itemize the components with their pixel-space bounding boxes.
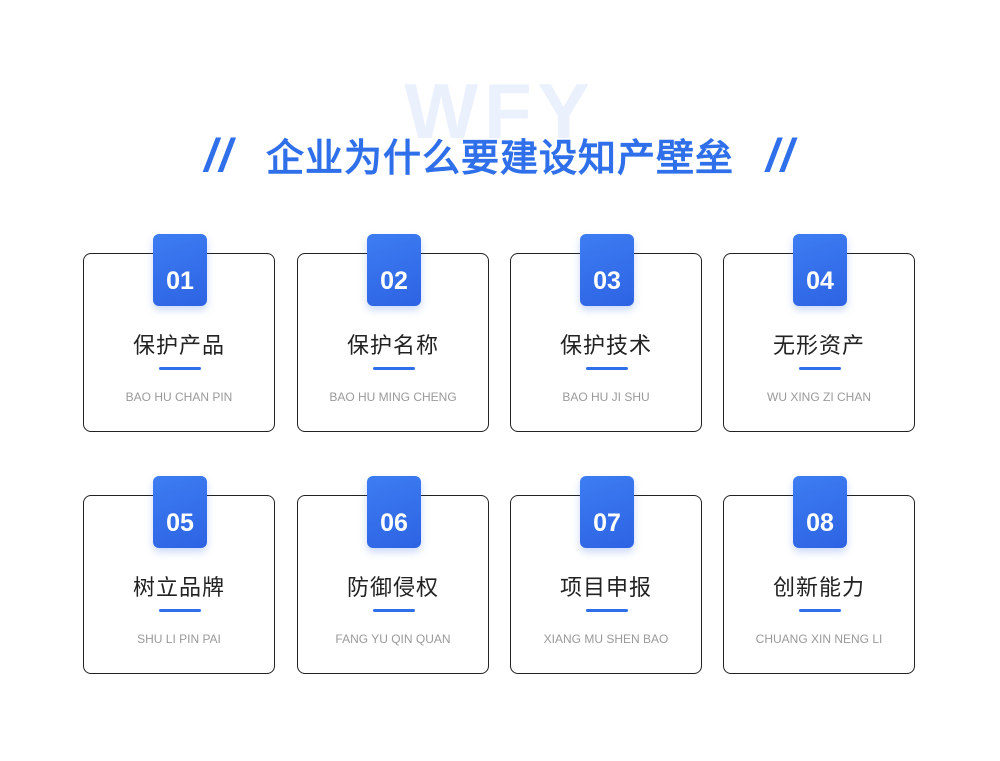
card-number-badge: 03 [580,234,634,306]
card-pinyin: WU XING ZI CHAN [767,390,871,404]
card-title: 保护名称 [346,334,439,359]
card-underline [799,609,841,612]
card-underline [373,609,415,612]
watermark-text: WFY [404,67,596,155]
left-slash-decoration: // [204,128,234,181]
card-pinyin: BAO HU CHAN PIN [125,390,233,404]
card-underline [159,367,201,370]
card-title: 防御侵权 [346,576,439,601]
card-title: 项目申报 [559,576,652,601]
card-number-badge: 01 [153,234,207,306]
card-underline [586,609,628,612]
card-pinyin: BAO HU JI SHU [562,390,650,404]
card-pinyin: SHU LI PIN PAI [137,632,221,646]
feature-card-5: 05 树立品牌 SHU LI PIN PAI [83,476,275,674]
card-pinyin: XIANG MU SHEN BAO [543,632,669,646]
page-heading: // 企业为什么要建设知产壁垒 // [0,127,1000,182]
feature-card-3: 03 保护技术 BAO HU JI SHU [510,234,702,432]
card-number-badge: 02 [367,234,421,306]
card-title: 树立品牌 [132,576,225,601]
card-underline [373,367,415,370]
right-slash-decoration: // [766,128,796,181]
feature-card-7: 07 项目申报 XIANG MU SHEN BAO [510,476,702,674]
card-underline [799,367,841,370]
feature-card-1: 01 保护产品 BAO HU CHAN PIN [83,234,275,432]
card-title: 无形资产 [772,334,865,359]
feature-card-8: 08 创新能力 CHUANG XIN NENG LI [723,476,915,674]
card-underline [159,609,201,612]
card-pinyin: FANG YU QIN QUAN [335,632,451,646]
feature-card-6: 06 防御侵权 FANG YU QIN QUAN [297,476,489,674]
feature-card-4: 04 无形资产 WU XING ZI CHAN [723,234,915,432]
card-number-badge: 07 [580,476,634,548]
card-pinyin: BAO HU MING CHENG [329,390,457,404]
card-title: 保护技术 [559,334,652,359]
feature-card-2: 02 保护名称 BAO HU MING CHENG [297,234,489,432]
card-title: 创新能力 [772,576,865,601]
card-number-badge: 08 [793,476,847,548]
card-number-badge: 05 [153,476,207,548]
card-title: 保护产品 [132,334,225,359]
page-title: 企业为什么要建设知产壁垒 [265,136,734,180]
card-number-badge: 04 [793,234,847,306]
card-number-badge: 06 [367,476,421,548]
card-underline [586,367,628,370]
card-pinyin: CHUANG XIN NENG LI [755,632,883,646]
